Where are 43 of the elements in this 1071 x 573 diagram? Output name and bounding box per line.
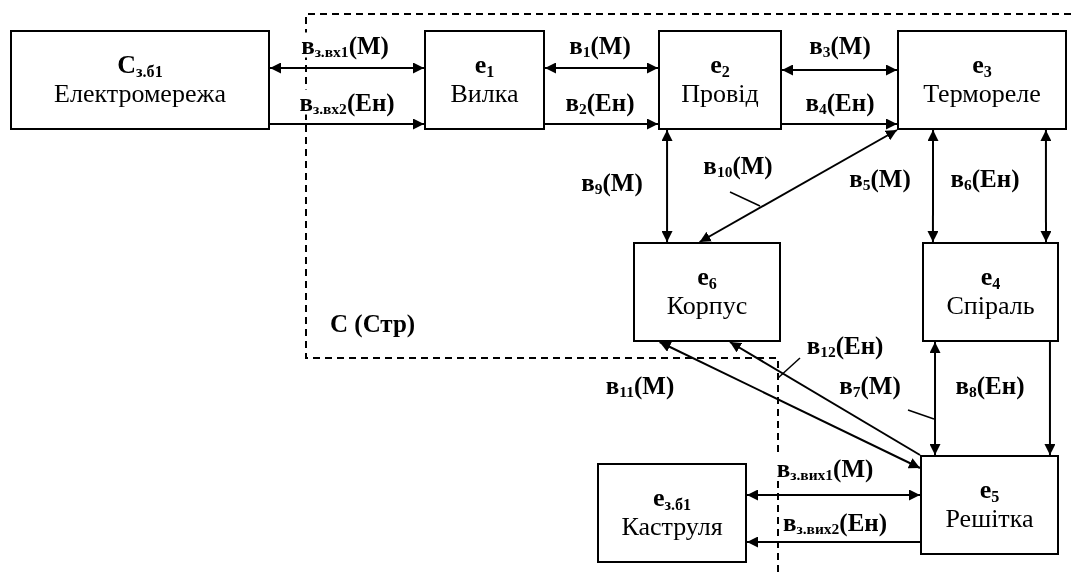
arrow <box>269 62 425 74</box>
element-box <box>424 30 545 130</box>
arrow <box>544 118 659 130</box>
arrow <box>658 341 921 469</box>
arrow <box>698 129 898 243</box>
element-box <box>658 30 782 130</box>
element-name: Термореле <box>923 79 1041 110</box>
arrow <box>927 129 939 243</box>
element-id: e$_{2}$ <box>710 50 730 80</box>
element-name: Корпус <box>666 291 748 322</box>
element-box <box>920 455 1059 555</box>
element-box <box>633 242 781 342</box>
edge-label: в$_{з.вих1}$(М) <box>775 455 875 481</box>
arrow <box>746 489 921 501</box>
element-name: Вилка <box>450 79 519 110</box>
element-name: Решітка <box>945 504 1034 535</box>
element-id: e$_{3}$ <box>972 50 992 80</box>
element-box <box>897 30 1067 130</box>
edge-label: в$_{з.вх2}$(Ен) <box>298 89 396 115</box>
arrow <box>929 341 941 456</box>
arrow <box>1044 341 1056 456</box>
edge-label: в$_{з.вх1}$(М) <box>300 32 390 58</box>
element-box <box>10 30 270 130</box>
element-id: e$_{1}$ <box>474 50 495 80</box>
arrow <box>1040 129 1052 243</box>
arrow <box>746 536 921 548</box>
element-name: Провід <box>681 79 759 110</box>
element-id: e$_{6}$ <box>697 262 717 292</box>
boundary-label: С (Стр) <box>330 310 416 338</box>
element-name: Спіраль <box>946 291 1035 322</box>
arrow <box>269 118 425 130</box>
arrow <box>781 64 898 76</box>
arrow <box>661 129 673 243</box>
arrow <box>781 118 898 130</box>
element-name: Каструля <box>621 512 723 543</box>
element-id: e$_{з.б1}$ <box>652 483 692 513</box>
arrow <box>728 341 921 456</box>
arrow <box>544 62 659 74</box>
element-name: Електромережа <box>54 79 226 110</box>
element-id: e$_{4}$ <box>980 262 1001 292</box>
element-box <box>922 242 1059 342</box>
element-id: С$_{з.б1}$ <box>117 50 163 80</box>
element-id: e$_{5}$ <box>979 475 1000 505</box>
